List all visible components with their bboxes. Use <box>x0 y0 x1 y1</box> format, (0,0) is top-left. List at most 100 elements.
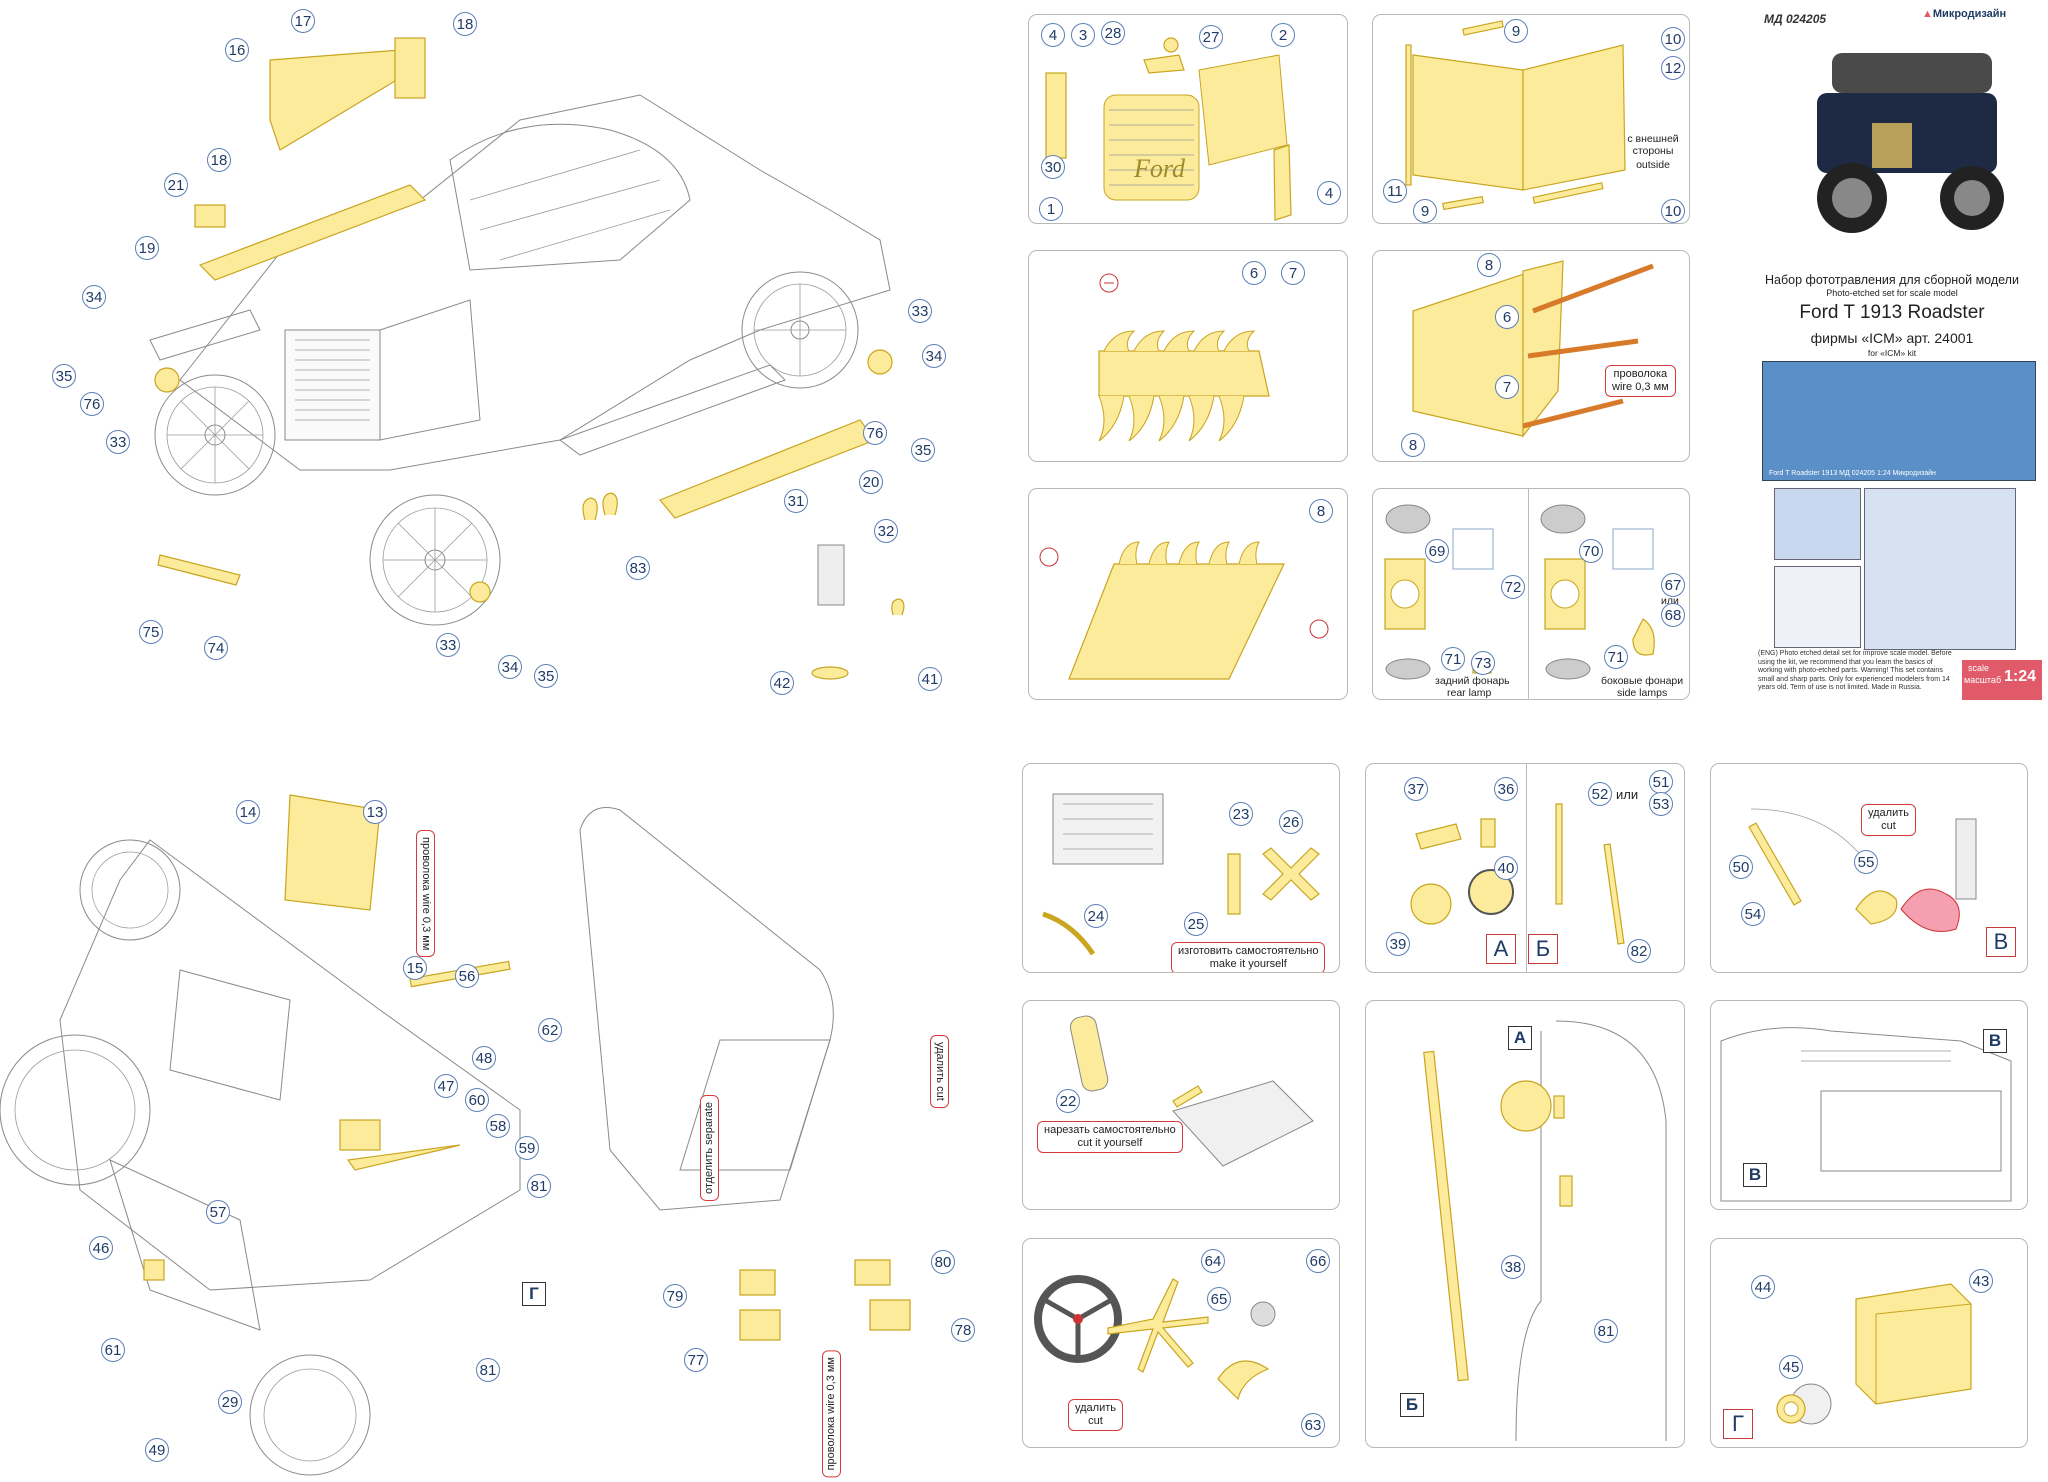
callout: 72 <box>1501 575 1525 599</box>
callout: 48 <box>472 1046 496 1070</box>
callout: 33 <box>908 299 932 323</box>
brand-logo: ▲Микродизайн <box>1922 8 2006 20</box>
callout: 71 <box>1604 645 1628 669</box>
callout: 28 <box>1101 21 1125 45</box>
callout: 71 <box>1441 647 1465 671</box>
callout: 62 <box>538 1018 562 1042</box>
car-main-drawing <box>149 37 905 680</box>
callout: 81 <box>476 1358 500 1382</box>
callout: 49 <box>145 1438 169 1462</box>
callout: 10 <box>1661 199 1685 223</box>
scale-badge: scale масштаб 1:24 <box>1962 660 2042 700</box>
wire-note-bottom-ru: проволока <box>420 837 432 891</box>
callout: 17 <box>291 9 315 33</box>
title-ru: Набор фототравления для сборной модели <box>1765 273 2019 287</box>
panel-interior: В В <box>1710 1000 2028 1210</box>
instruction-thumbs <box>1774 488 2024 650</box>
callout: 82 <box>1627 939 1651 963</box>
panel-exhaust: 22 нарезать самостоятельно cut it yourse… <box>1022 1000 1340 1210</box>
callout: 31 <box>784 489 808 513</box>
letter-a: А <box>1486 934 1516 964</box>
callout: 77 <box>684 1348 708 1372</box>
callout: 26 <box>1279 810 1303 834</box>
floor-view: отделить separate удалить cut проволока … <box>560 770 1010 1482</box>
callout: 27 <box>1199 25 1223 49</box>
callout: 56 <box>455 964 479 988</box>
callout: 8 <box>1401 433 1425 457</box>
callout: 7 <box>1281 261 1305 285</box>
rear-lamp-ru: задний фонарь <box>1435 675 1510 687</box>
callout: 54 <box>1741 902 1765 926</box>
callout: 79 <box>663 1284 687 1308</box>
callout: 29 <box>218 1390 242 1414</box>
panel-engine: 23 26 24 25 изготовить самостоятельно ma… <box>1022 763 1340 973</box>
callout: 65 <box>1207 1287 1231 1311</box>
wire-note-en: wire 0,3 мм <box>1612 381 1669 393</box>
separate-note: отделить separate <box>700 1095 719 1201</box>
callout: 8 <box>1477 253 1501 277</box>
callout: 35 <box>911 438 935 462</box>
make-note-ru: изготовить самостоятельно <box>1178 945 1319 957</box>
callout: 80 <box>931 1250 955 1274</box>
callout: 18 <box>207 148 231 172</box>
callout: 34 <box>82 285 106 309</box>
wire-note-floor-ru: проволока <box>825 1416 837 1471</box>
callout: 23 <box>1229 802 1253 826</box>
callout: 35 <box>52 364 76 388</box>
callout: 42 <box>770 671 794 695</box>
callout: 43 <box>1969 1269 1993 1293</box>
panel-battery: 44 43 45 Г <box>1710 1238 2028 1448</box>
outside-note-ru: с внешней стороны <box>1627 133 1679 157</box>
callout: 30 <box>1041 155 1065 179</box>
letter-v-top: В <box>1983 1029 2007 1053</box>
callout: 13 <box>363 800 387 824</box>
panel-hood-c: 8 <box>1028 488 1348 700</box>
letter-v: В <box>1986 927 2016 957</box>
car-photo <box>1817 53 2004 233</box>
callout: 33 <box>106 430 130 454</box>
callout: 46 <box>89 1236 113 1260</box>
callout: 7 <box>1495 375 1519 399</box>
callout: 6 <box>1495 305 1519 329</box>
side-lamps-en: side lamps <box>1617 687 1668 699</box>
callout: 44 <box>1751 1275 1775 1299</box>
callout: 78 <box>951 1318 975 1342</box>
panel-windshield: А Б 38 81 <box>1365 1000 1685 1448</box>
remove-note-steering-ru: удалить <box>1075 1402 1117 1414</box>
callout: 50 <box>1729 855 1753 879</box>
callout: 34 <box>922 344 946 368</box>
wire-note-floor: проволока wire 0,3 мм <box>822 1350 841 1478</box>
panel-radiator: Ford 4 3 28 27 2 30 1 4 <box>1028 14 1348 224</box>
callout: 37 <box>1404 777 1428 801</box>
thumb-small <box>1774 566 1861 648</box>
lamps-divider <box>1528 489 1529 699</box>
wire-note-floor-en: wire <box>825 1393 837 1414</box>
letter-g: Г <box>1723 1409 1753 1439</box>
product-code: МД 024205 <box>1764 12 1827 26</box>
callout: 2 <box>1271 23 1295 47</box>
callout: 38 <box>1501 1255 1525 1279</box>
callout: 18 <box>453 12 477 36</box>
svg-text:Ford: Ford <box>1133 154 1186 183</box>
cut-note-floor-en: cut <box>934 1086 946 1101</box>
cut-note-en: cut it yourself <box>1077 1137 1143 1149</box>
letter-b-windshield: Б <box>1400 1393 1424 1417</box>
callout: 14 <box>236 800 260 824</box>
wire-note: проволока wire 0,3 мм <box>1605 365 1676 397</box>
letter-b: Б <box>1528 934 1558 964</box>
remove-note-steering-en: cut <box>1088 1415 1103 1427</box>
info-text: (ENG) Photo etched detail set for improv… <box>1758 650 1952 691</box>
callout: 41 <box>918 667 942 691</box>
make-note-en: make it yourself <box>1209 958 1287 970</box>
callout: 10 <box>1661 27 1685 51</box>
thumb-left <box>1774 488 1861 560</box>
callout: 51 <box>1649 770 1673 794</box>
callout: 66 <box>1306 1249 1330 1273</box>
callout: 76 <box>80 392 104 416</box>
letter-a-windshield: А <box>1508 1026 1532 1050</box>
car-underside-drawing <box>0 794 521 1476</box>
callout: 63 <box>1301 1413 1325 1437</box>
fret-image: Ford T Roadster 1913 МД 024205 1:24 Микр… <box>1762 361 2036 481</box>
callout: 74 <box>204 636 228 660</box>
callout: 69 <box>1425 539 1449 563</box>
